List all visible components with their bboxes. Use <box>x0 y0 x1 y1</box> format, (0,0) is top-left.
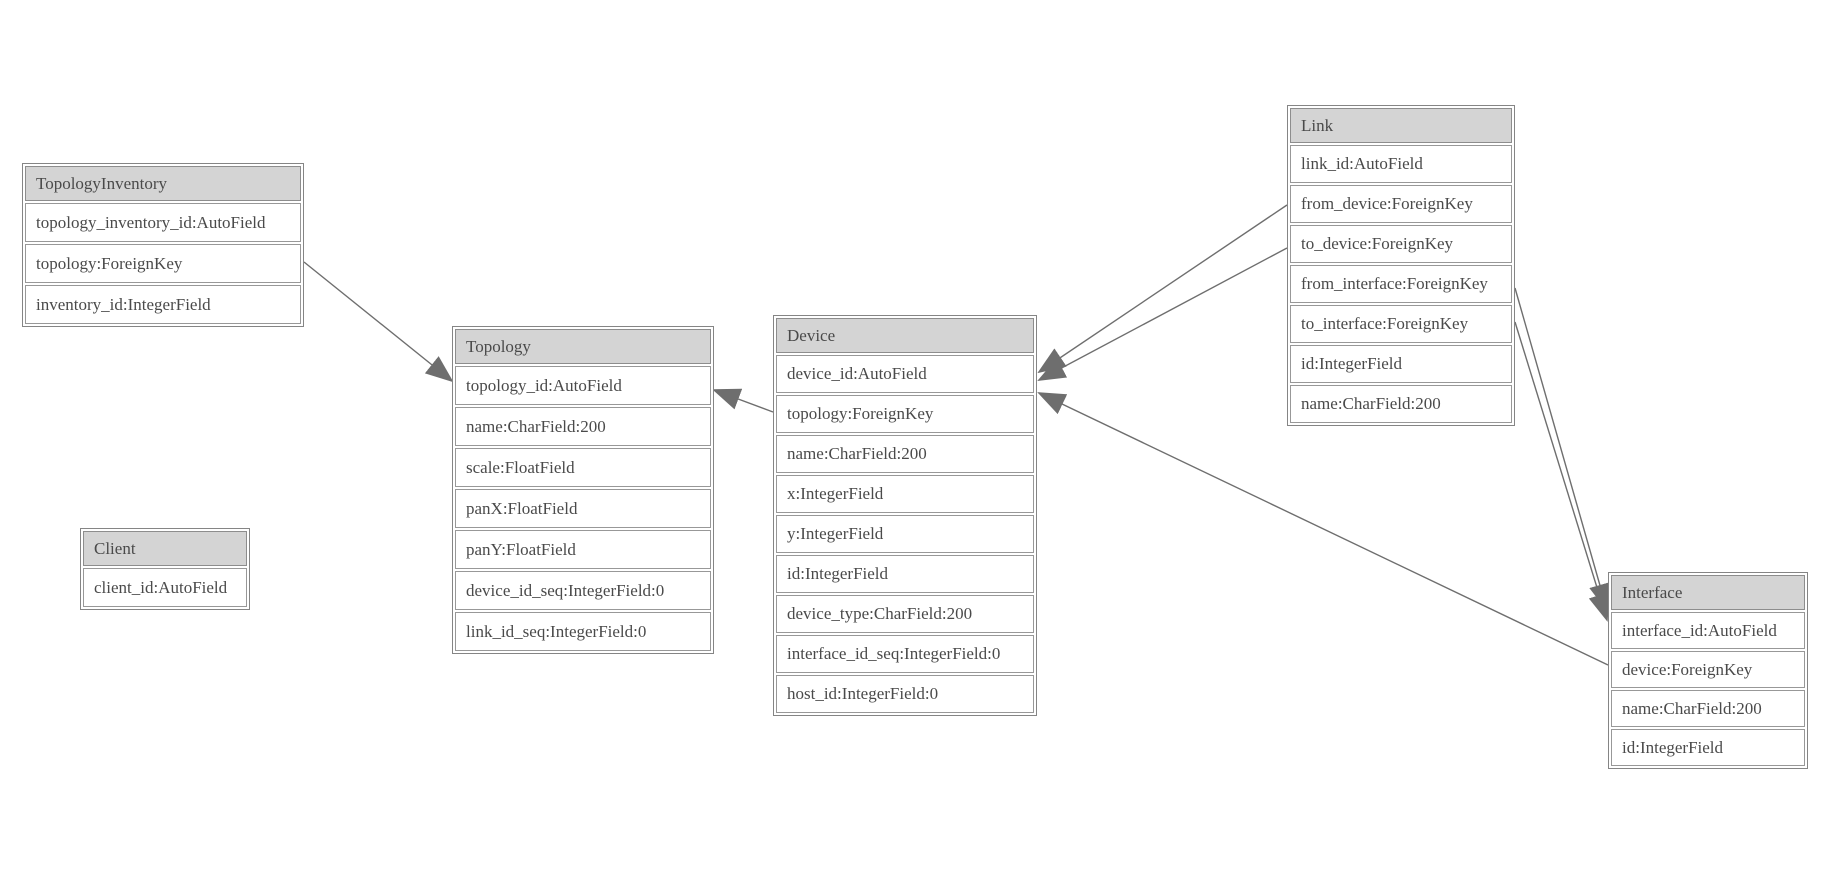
field-row: link_id:AutoField <box>1290 145 1512 183</box>
field-row: name:CharField:200 <box>455 407 711 446</box>
field-row: device:ForeignKey <box>1611 651 1805 688</box>
entity-table-client: Client client_id:AutoField <box>80 528 250 610</box>
table-header: Topology <box>455 329 711 364</box>
entity-table-link: Link link_id:AutoField from_device:Forei… <box>1287 105 1515 426</box>
connector-link-tointerface-interface <box>1514 321 1610 622</box>
field-row: link_id_seq:IntegerField:0 <box>455 612 711 651</box>
field-row: y:IntegerField <box>776 515 1034 553</box>
field-row: host_id:IntegerField:0 <box>776 675 1034 713</box>
field-row: to_interface:ForeignKey <box>1290 305 1512 343</box>
field-row: name:CharField:200 <box>1611 690 1805 727</box>
field-row: to_device:ForeignKey <box>1290 225 1512 263</box>
field-row: panX:FloatField <box>455 489 711 528</box>
field-row: topology:ForeignKey <box>776 395 1034 433</box>
field-row: device_id_seq:IntegerField:0 <box>455 571 711 610</box>
entity-table-device: Device device_id:AutoField topology:Fore… <box>773 315 1037 716</box>
entity-table-topology-inventory: TopologyInventory topology_inventory_id:… <box>22 163 304 327</box>
connector-device-topology <box>712 388 774 413</box>
field-row: name:CharField:200 <box>1290 385 1512 423</box>
table-header: Device <box>776 318 1034 353</box>
connector-link-frominterface-interface <box>1514 287 1611 612</box>
field-row: id:IntegerField <box>776 555 1034 593</box>
field-row: inventory_id:IntegerField <box>25 285 301 324</box>
entity-table-topology: Topology topology_id:AutoField name:Char… <box>452 326 714 654</box>
table-header: Client <box>83 531 247 566</box>
field-row: client_id:AutoField <box>83 568 247 607</box>
connector-link-fromdevice-device <box>1037 204 1288 374</box>
field-row: topology:ForeignKey <box>25 244 301 283</box>
field-row: device_type:CharField:200 <box>776 595 1034 633</box>
field-row: topology_id:AutoField <box>455 366 711 405</box>
table-header: TopologyInventory <box>25 166 301 201</box>
field-row: x:IntegerField <box>776 475 1034 513</box>
table-header: Interface <box>1611 575 1805 610</box>
field-row: interface_id:AutoField <box>1611 612 1805 649</box>
entity-table-interface: Interface interface_id:AutoField device:… <box>1608 572 1808 769</box>
field-row: panY:FloatField <box>455 530 711 569</box>
field-row: name:CharField:200 <box>776 435 1034 473</box>
field-row: device_id:AutoField <box>776 355 1034 393</box>
field-row: id:IntegerField <box>1611 729 1805 766</box>
connector-link-todevice-device <box>1037 247 1288 381</box>
field-row: from_device:ForeignKey <box>1290 185 1512 223</box>
field-row: interface_id_seq:IntegerField:0 <box>776 635 1034 673</box>
field-row: scale:FloatField <box>455 448 711 487</box>
connector-interface-device-device <box>1037 392 1609 666</box>
table-header: Link <box>1290 108 1512 143</box>
field-row: id:IntegerField <box>1290 345 1512 383</box>
connector-topologyinventory-topology <box>303 261 454 383</box>
field-row: topology_inventory_id:AutoField <box>25 203 301 242</box>
field-row: from_interface:ForeignKey <box>1290 265 1512 303</box>
